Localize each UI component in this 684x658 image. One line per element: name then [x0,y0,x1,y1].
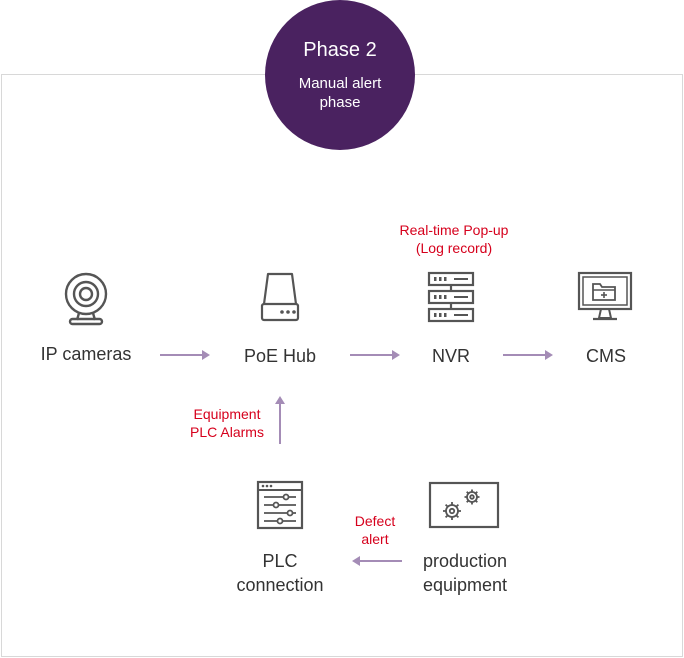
cms-label: CMS [586,346,626,366]
arrow-nvr-to-cms [503,350,553,360]
phase-subtitle: Manual alert phase [298,75,382,111]
defect-alert-note: Defect alert [354,513,396,547]
monitor-folder-icon [577,271,633,321]
arrow-plc-to-hub [275,396,285,444]
webcam-icon [64,272,108,326]
hub-device-icon [260,272,300,322]
arrow-camera-to-hub [160,350,210,360]
control-panel-sliders-icon [256,480,304,530]
plc-connection-label: PLC connection [236,551,324,595]
arrow-equipment-to-plc [352,556,402,566]
poe-hub-label: PoE Hub [243,346,317,366]
server-rack-icon [427,271,475,323]
production-equipment-label: production equipment [422,551,508,595]
gears-panel-icon [428,481,500,529]
phase-badge: Phase 2 Manual alert phase [265,0,415,150]
diagram-frame [1,74,683,657]
nvr-label: NVR [431,346,470,366]
plc-alarm-note: Equipment PLC Alarms [190,406,264,440]
phase-title: Phase 2 [303,39,377,61]
nvr-popup-note: Real-time Pop-up (Log record) [399,222,509,256]
arrow-hub-to-nvr [350,350,400,360]
ip-cameras-label: IP cameras [40,344,132,364]
